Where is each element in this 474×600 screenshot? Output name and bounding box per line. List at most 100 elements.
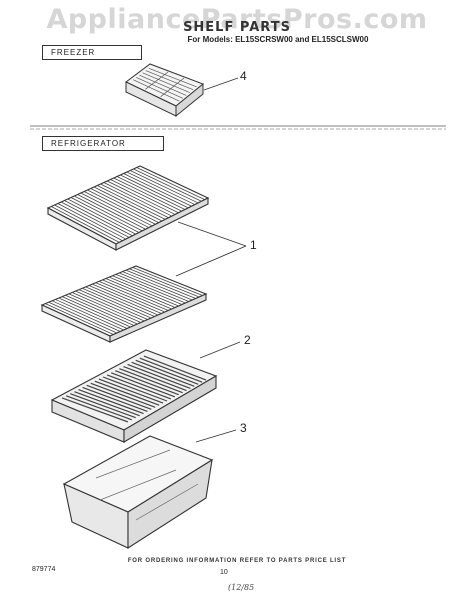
shelf-wire	[129, 170, 199, 204]
shelf-wire	[88, 285, 159, 316]
shelf-wire	[72, 292, 142, 323]
grille-bar	[119, 368, 183, 394]
shelf-wire	[82, 287, 152, 319]
shelf-wire	[119, 272, 190, 302]
grille-shelf	[50, 349, 218, 443]
shelf-wire	[132, 267, 203, 296]
shelf-wire	[113, 177, 182, 212]
shelf-wire	[48, 301, 118, 334]
watermark-logo: AppliancePartsPros.com	[46, 4, 428, 35]
callout-3: 3	[240, 421, 247, 435]
page-title: SHELF PARTS	[183, 20, 291, 35]
shelf-wire	[115, 273, 186, 304]
grille-bar	[90, 382, 156, 408]
shelf-wire	[55, 299, 124, 331]
leader-line-4	[203, 77, 239, 91]
shelf-wire	[54, 204, 123, 242]
shelf-wire	[70, 197, 140, 233]
shelf-wire	[78, 289, 148, 320]
shelf-wire	[61, 296, 131, 328]
shelf-wire	[129, 268, 200, 298]
leader-line-3	[195, 429, 237, 443]
shelf-wire	[74, 195, 143, 232]
ice-cell-divider	[145, 70, 194, 91]
crisper-bin	[62, 435, 214, 550]
ice-cell-divider	[148, 67, 197, 88]
wire-shelf-lower	[40, 265, 208, 343]
shelf-wire	[45, 303, 114, 335]
grille-bar	[78, 388, 144, 415]
handwritten-note: (12/85	[228, 583, 255, 592]
shelf-wire	[95, 282, 166, 313]
shelf-wire	[67, 198, 136, 235]
grille-bar	[131, 361, 195, 387]
leader-line-2	[199, 341, 241, 359]
grille-bar	[98, 378, 164, 404]
document-number: 879774	[32, 566, 56, 573]
section-label-refrigerator: REFRIGERATOR	[42, 136, 164, 151]
shelf-wire	[103, 182, 173, 217]
shelf-wire	[75, 290, 145, 322]
grille-bar	[143, 355, 207, 381]
grille-bar	[135, 359, 199, 385]
shelf-wire	[51, 300, 121, 332]
ice-cell-divider	[136, 77, 184, 99]
shelf-wire	[122, 271, 193, 301]
ice-cell-divider	[160, 77, 185, 97]
grille-bar	[74, 391, 140, 417]
shelf-wire	[68, 293, 138, 325]
shelf-wire	[106, 180, 176, 215]
page-number: 10	[220, 569, 228, 576]
ice-tray	[125, 63, 204, 118]
shelf-wire	[110, 179, 179, 214]
shelf-wire	[126, 171, 196, 205]
shelf-wire	[60, 201, 130, 238]
grille-bar	[115, 370, 179, 396]
shelf-wire	[97, 185, 166, 220]
shelf-wire	[136, 167, 205, 201]
grille-bar	[65, 395, 133, 421]
grille-bar	[82, 386, 148, 413]
shelf-wire	[92, 283, 162, 314]
callout-1: 1	[250, 238, 257, 252]
shelf-wire	[58, 297, 128, 329]
shelf-wire	[133, 168, 202, 202]
wire-shelf-upper	[46, 165, 210, 251]
ice-cell-divider	[145, 71, 169, 90]
grille-bar	[127, 363, 191, 390]
shelf-wire	[51, 206, 120, 243]
shelf-wire	[98, 280, 169, 311]
shelf-wire	[83, 191, 153, 227]
ice-cell-divider	[142, 72, 190, 93]
shelf-wire	[120, 174, 189, 209]
shelf-wire	[100, 183, 169, 219]
shelf-wire	[102, 279, 172, 310]
shelf-wire	[57, 203, 127, 240]
shelf-wire	[85, 286, 155, 317]
section-divider	[30, 125, 446, 130]
models-line: For Models: EL15SCRSW00 and EL15SCLSW00	[187, 35, 369, 44]
ordering-note: FOR ORDERING INFORMATION REFER TO PARTS …	[127, 558, 347, 564]
shelf-wire	[112, 275, 183, 305]
shelf-wire	[64, 200, 133, 237]
shelf-wire	[80, 192, 150, 228]
shelf-wire	[93, 186, 163, 222]
shelf-wire	[90, 188, 159, 224]
grille-bar	[123, 365, 187, 392]
grille-bar	[106, 374, 172, 400]
shelf-wire	[105, 278, 176, 308]
grille-bar	[102, 376, 168, 402]
grille-bar	[70, 393, 136, 419]
leader-line-1a	[177, 221, 247, 247]
shelf-wire	[65, 294, 135, 326]
shelf-wire	[77, 194, 146, 230]
leader-lines	[175, 77, 247, 443]
shelf-wire	[108, 276, 179, 307]
grille-bar	[61, 397, 129, 423]
grille-bar	[110, 372, 176, 398]
grille-bar	[139, 357, 203, 383]
grille-bar	[86, 384, 152, 410]
ice-cell-divider	[139, 74, 187, 96]
callout-4: 4	[240, 69, 247, 83]
